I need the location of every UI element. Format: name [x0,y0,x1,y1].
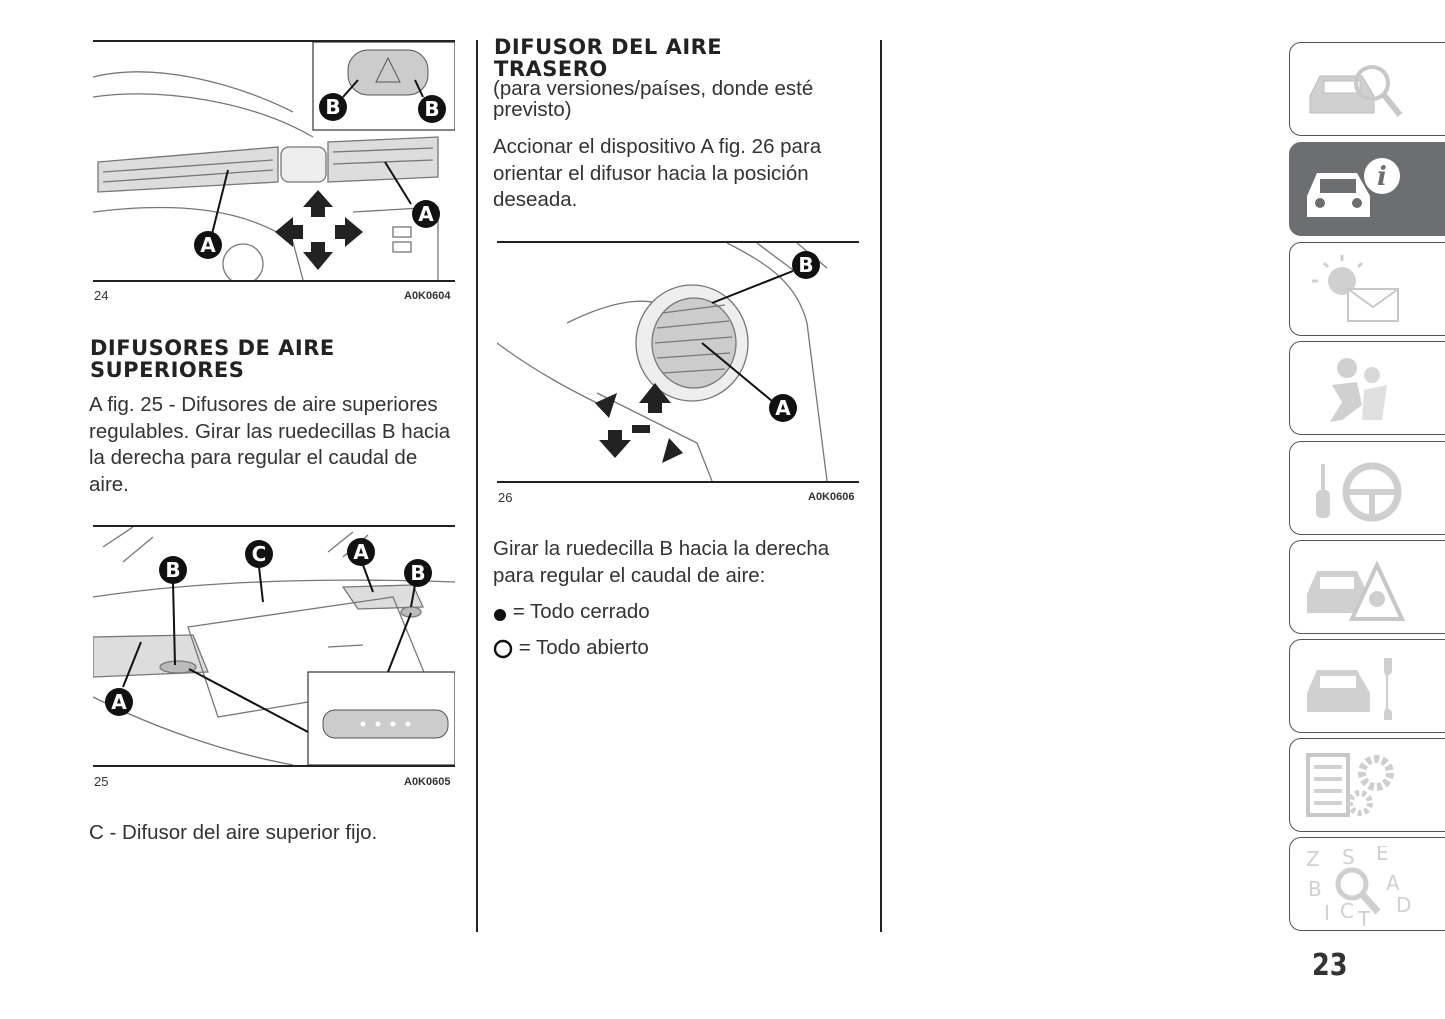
svg-text:i: i [1377,162,1387,192]
callout-label: B [410,561,425,585]
section-paragraph: A fig. 25 - Difusores de aire superiores… [89,393,451,496]
fig26-callouts: B A [769,251,820,422]
fig25-top-rule [93,525,455,527]
spec-sheet-gears-icon [1306,753,1394,817]
svg-text:A: A [1386,871,1400,895]
open-circle-icon [493,639,513,658]
legend-closed: = Todo cerrado [493,599,865,626]
figure-code: A0K0604 [404,290,451,302]
key-steering-wheel-icon [1316,462,1402,522]
callout-label: A [353,540,369,564]
tab-warning-lights[interactable] [1289,242,1445,336]
figure-25: B C A B A [93,527,455,765]
svg-text:I: I [1324,901,1330,925]
svg-text:T: T [1357,907,1371,926]
tab-car-magnifier[interactable] [1289,42,1445,136]
tab-technical-data[interactable] [1289,738,1445,832]
tab-emergency[interactable] [1289,540,1445,634]
svg-text:S: S [1342,846,1355,869]
passenger-airbag-icon [1330,358,1387,422]
page-number: 23 [1312,948,1348,983]
section-subheading: (para versiones/países, donde esté previ… [493,77,814,121]
legend-label: = Todo cerrado [512,600,650,623]
tab-safety[interactable] [1289,341,1445,435]
callout-label: B [165,558,180,582]
svg-text:D: D [1396,893,1411,917]
tab-maintenance[interactable] [1289,639,1445,733]
callout-label: A [418,202,434,226]
tab-start-drive[interactable] [1289,441,1445,535]
callout-label: B [424,97,439,121]
car-wrench-icon [1307,658,1392,720]
callout-label: A [111,690,127,714]
figure-code: A0K0605 [404,776,451,788]
callout-label: B [798,253,813,277]
callout-label: B [325,95,340,119]
legend-label: = Todo abierto [518,636,649,659]
fig24-bottom-rule [93,280,455,282]
car-magnifier-icon [1309,65,1403,117]
fig25-bottom-rule [93,765,455,767]
figure-code: A0K0606 [808,491,855,503]
svg-text:E: E [1376,846,1389,865]
legend-open: = Todo abierto [493,635,865,662]
warning-light-envelope-icon [1312,255,1399,322]
note-text: C - Difusor del aire superior fijo. [89,821,378,844]
car-info-icon: i [1307,158,1400,217]
figure-24: B B A A [93,42,455,280]
tab-car-info[interactable]: i [1289,142,1445,236]
column-divider-1 [476,40,478,932]
figure-number: 24 [94,288,109,303]
section-paragraph-2: Girar la ruedecilla B hacia la derecha p… [493,537,830,587]
svg-text:B: B [1308,877,1322,901]
car-hazard-triangle-icon [1307,560,1406,621]
fig25-callouts: B C A B A [105,538,432,716]
callout-label: A [200,233,216,257]
figure-number: 25 [94,774,109,789]
figure-26: B A [497,243,859,481]
column-divider-2 [880,40,882,932]
section-heading: DIFUSORES DE AIRE SUPERIORES [90,336,335,382]
fig24-callouts: B B A A [194,93,446,259]
filled-circle-icon [494,608,506,621]
section-paragraph: Accionar el dispositivo A fig. 26 para o… [493,135,822,211]
fig26-bottom-rule [497,481,859,483]
section-heading: DIFUSOR DEL AIRE TRASERO [494,35,723,81]
svg-text:Z: Z [1306,847,1320,871]
fig24-top-rule [93,40,455,42]
callout-label: A [775,396,791,420]
fig26-top-rule [497,241,859,243]
callout-label: C [252,542,267,566]
svg-text:C: C [1340,899,1354,923]
figure-number: 26 [498,490,513,505]
